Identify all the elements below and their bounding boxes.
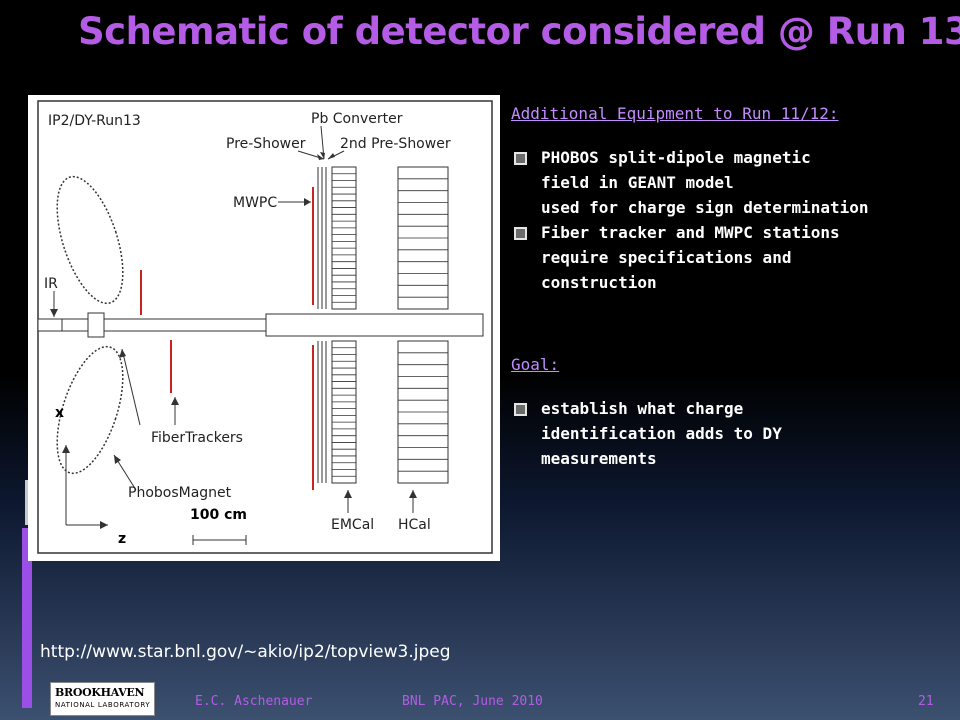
goal-item: establish what charge identification add… [511, 396, 956, 471]
goal-item-text: establish what charge identification add… [541, 399, 782, 468]
equipment-heading: Additional Equipment to Run 11/12: [511, 104, 839, 123]
label-scale: 100 cm [190, 507, 247, 523]
equipment-item: Fiber tracker and MWPC stations require … [511, 220, 956, 295]
accent-bar [22, 528, 32, 708]
equipment-item: PHOBOS split-dipole magnetic field in GE… [511, 145, 956, 220]
phobos-magnet-lower [56, 345, 124, 475]
label-emcal: EMCal [331, 517, 374, 533]
goal-heading: Goal: [511, 355, 560, 374]
beam-pipe-right [265, 313, 484, 337]
goal-list: establish what charge identification add… [511, 396, 956, 471]
equipment-panel: Additional Equipment to Run 11/12: PHOBO… [511, 104, 956, 471]
label-pre-shower: Pre-Shower [226, 136, 306, 152]
beam-pipe-left [37, 318, 279, 332]
logo-line2: NATIONAL LABORATORY [55, 701, 151, 709]
accent-bar-grey [25, 480, 29, 525]
scale-bar [192, 535, 247, 545]
slide-title: Schematic of detector considered @ Run 1… [78, 10, 960, 53]
footer-author: E.C. Aschenauer [195, 694, 313, 709]
square-bullet-icon [514, 152, 527, 165]
label-hcal: HCal [398, 517, 431, 533]
emcal-lower [331, 340, 357, 484]
label-mwpc: MWPC [233, 195, 277, 211]
label-x-axis: x [55, 405, 64, 421]
brookhaven-logo: BROOKHAVEN NATIONAL LABORATORY [50, 682, 155, 716]
detector-schematic: IP2/DY-Run13 Pb Converter Pre-Shower 2nd… [28, 95, 500, 561]
equipment-item-text: PHOBOS split-dipole magnetic field in GE… [541, 148, 869, 217]
phobos-magnet-upper [56, 175, 124, 305]
label-z-axis: z [118, 531, 126, 547]
hcal-upper [397, 166, 449, 310]
label-pb-converter: Pb Converter [311, 111, 403, 127]
label-ir: IR [44, 276, 58, 292]
square-bullet-icon [514, 403, 527, 416]
footer-event: BNL PAC, June 2010 [402, 694, 543, 709]
equipment-list: PHOBOS split-dipole magnetic field in GE… [511, 145, 956, 295]
source-url: http://www.star.bnl.gov/~akio/ip2/topvie… [40, 642, 451, 662]
equipment-item-text: Fiber tracker and MWPC stations require … [541, 223, 840, 292]
label-second-pre-shower: 2nd Pre-Shower [340, 136, 451, 152]
label-fiber-trackers: FiberTrackers [151, 430, 243, 446]
label-phobos-magnet: PhobosMagnet [128, 485, 232, 501]
page-number: 21 [918, 694, 934, 709]
square-bullet-icon [514, 227, 527, 240]
diagram-title: IP2/DY-Run13 [48, 113, 141, 129]
logo-line1: BROOKHAVEN [55, 686, 145, 699]
hcal-lower [397, 340, 449, 484]
fiber-tracker-arrow-1 [121, 348, 141, 426]
emcal-upper [331, 166, 357, 310]
